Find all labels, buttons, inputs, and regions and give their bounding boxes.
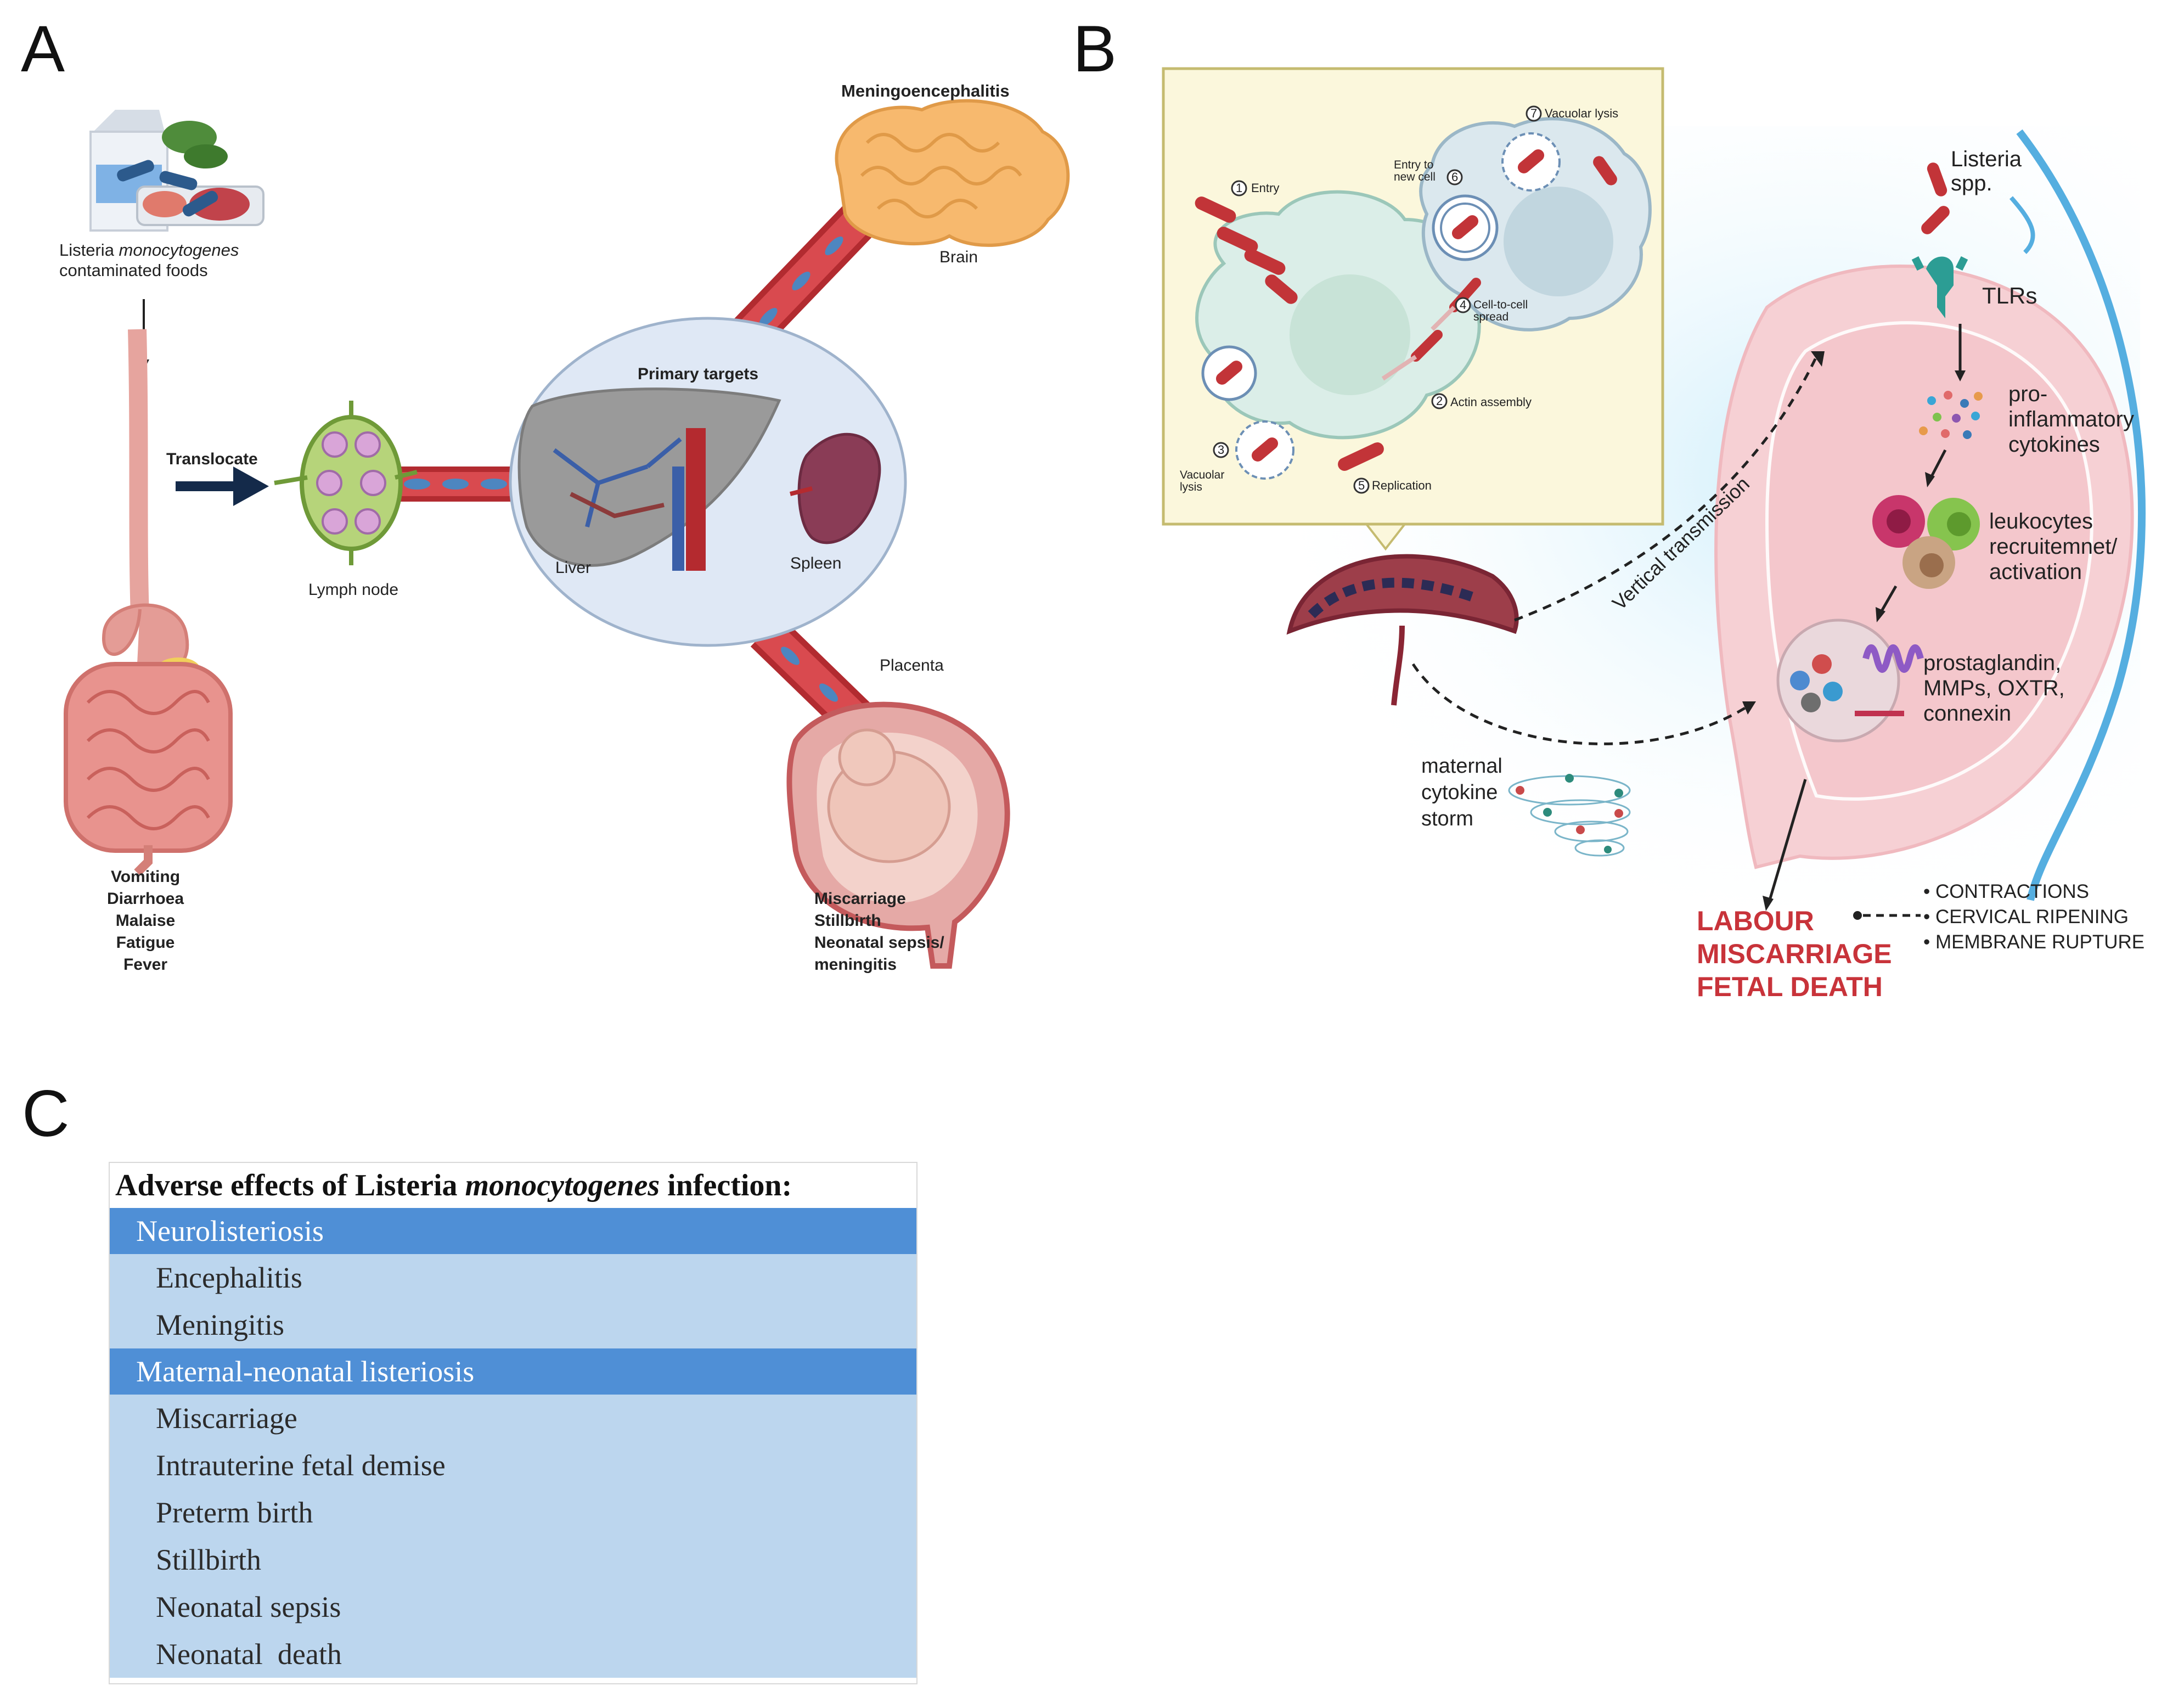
- leukocytes-label: leukocytes recruitemnet/ activation: [1989, 509, 2118, 584]
- brain-icon: [835, 99, 1070, 247]
- symptom-item: Fatigue: [116, 934, 175, 952]
- lymph-node-label: Lymph node: [308, 581, 399, 599]
- outcome-fetal-death: FETAL DEATH: [1697, 971, 1883, 1002]
- table-title: Adverse effects of Listeria monocytogene…: [110, 1163, 916, 1208]
- step-number-3: 3: [1218, 443, 1225, 457]
- brain-label: Brain: [939, 248, 978, 266]
- outcome-item: Stillbirth: [814, 912, 881, 930]
- table-row: Intrauterine fetal demise: [110, 1442, 916, 1489]
- step-entry-label: Entry: [1251, 181, 1280, 195]
- translocate-arrow: [176, 467, 269, 506]
- step-cell-to-cell-label: Cell-to-cell spread: [1473, 299, 1528, 323]
- table-row: Neonatal death: [110, 1631, 916, 1678]
- labour-mechanisms-list: • CONTRACTIONS • CERVICAL RIPENING • MEM…: [1923, 879, 2144, 955]
- maternal-cytokine-storm-label: maternal cytokine storm: [1421, 755, 1502, 830]
- step-entry-new-cell-label: Entry to new cell: [1394, 159, 1436, 183]
- step-number-7: 7: [1530, 106, 1538, 120]
- table-row: Stillbirth: [110, 1536, 916, 1583]
- step-number-6: 6: [1451, 170, 1459, 184]
- pro-inflammatory-label: pro- inflammatory cytokines: [2008, 382, 2134, 457]
- leukocytes-icon: [1872, 495, 1980, 589]
- vessel-to-placenta: [750, 616, 871, 734]
- meningoencephalitis-label: Meningoencephalitis: [841, 81, 1010, 100]
- section-heading-maternal-neonatal: Maternal-neonatal listeriosis: [110, 1348, 916, 1395]
- step-vacuolar-lysis-top-label: Vacuolar lysis: [1545, 106, 1619, 120]
- panel-label-b: B: [1073, 12, 1117, 86]
- primary-targets-label: Primary targets: [638, 365, 759, 383]
- panel-label-a: A: [21, 12, 65, 86]
- table-row: Neonatal sepsis: [110, 1583, 916, 1631]
- food-label-line2: contaminated foods: [59, 261, 208, 280]
- step-number-5: 5: [1358, 479, 1365, 492]
- outcome-item: Neonatal sepsis/: [814, 934, 944, 952]
- spleen-label: Spleen: [790, 554, 842, 572]
- symptom-item: Malaise: [115, 912, 176, 930]
- table-row: Encephalitis: [110, 1254, 916, 1301]
- tlr-receptor-icon: [1911, 256, 1968, 318]
- table-row: Preterm birth: [110, 1489, 916, 1536]
- placenta-label: Placenta: [880, 656, 944, 675]
- table-row: Meningitis: [110, 1301, 916, 1348]
- infection-cycle-inset: [1162, 67, 1664, 526]
- outcome-miscarriage: MISCARRIAGE: [1697, 938, 1892, 969]
- mechanism-item: • MEMBRANE RUPTURE: [1923, 931, 2145, 953]
- adverse-effects-table: Adverse effects of Listeria monocytogene…: [109, 1162, 917, 1684]
- tlrs-label: TLRs: [1982, 283, 2037, 308]
- outcome-labour: LABOUR: [1697, 906, 1814, 936]
- section-heading-neurolisteriosis: Neurolisteriosis: [110, 1208, 916, 1254]
- step-number-1: 1: [1236, 181, 1243, 195]
- outcome-item: meningitis: [814, 956, 897, 974]
- pregnancy-outcome-labels: LABOUR MISCARRIAGE FETAL DEATH: [1697, 904, 1892, 1003]
- panel-label-c: C: [22, 1077, 70, 1150]
- lymph-node-icon: [274, 401, 418, 565]
- symptom-item: Vomiting: [110, 868, 181, 886]
- primary-targets-oval: [509, 317, 907, 647]
- step-number-2: 2: [1436, 394, 1443, 408]
- contaminated-food-icon: [89, 110, 264, 232]
- outcome-item: Miscarriage: [814, 890, 906, 908]
- translocate-label: Translocate: [166, 450, 258, 468]
- step-actin-assembly-label: Actin assembly: [1450, 395, 1532, 409]
- step-number-4: 4: [1460, 298, 1467, 312]
- cytokine-dots: [1919, 391, 1983, 439]
- myometrial-cell-icon: [1776, 619, 1924, 743]
- symptom-item: Fever: [123, 956, 168, 974]
- pregnancy-outcomes-list: Miscarriage Stillbirth Neonatal sepsis/ …: [814, 888, 944, 976]
- listeria-spp-label: Listeria spp.: [1951, 147, 2022, 195]
- vertical-transmission-arrow: [1514, 356, 1818, 622]
- digestive-tract-icon: [64, 329, 233, 876]
- gi-symptoms-list: Vomiting Diarrhoea Malaise Fatigue Fever: [88, 866, 203, 976]
- placenta-icon: [1286, 523, 1519, 706]
- step-replication-label: Replication: [1372, 479, 1432, 492]
- cytokine-storm-icon: [1508, 774, 1631, 857]
- pregnant-uterus-icon: [786, 701, 1010, 969]
- mechanism-item: • CONTRACTIONS: [1923, 881, 2089, 902]
- prostaglandin-label: prostaglandin, MMPs, OXTR, connexin: [1923, 651, 2065, 726]
- table-row: Miscarriage: [110, 1395, 916, 1442]
- maternal-abdomen-outline: [2016, 129, 2146, 901]
- step-vacuolar-lysis-bottom-label: Vacuolar lysis: [1180, 469, 1225, 493]
- listeria-bacteria-icon: [1921, 162, 1950, 234]
- symptom-item: Diarrhoea: [106, 890, 184, 908]
- mechanism-item: • CERVICAL RIPENING: [1923, 906, 2129, 928]
- liver-label: Liver: [555, 559, 592, 577]
- cytokine-storm-arrow: [1411, 663, 1746, 745]
- food-label-line1: Listeria monocytogenes: [59, 240, 239, 260]
